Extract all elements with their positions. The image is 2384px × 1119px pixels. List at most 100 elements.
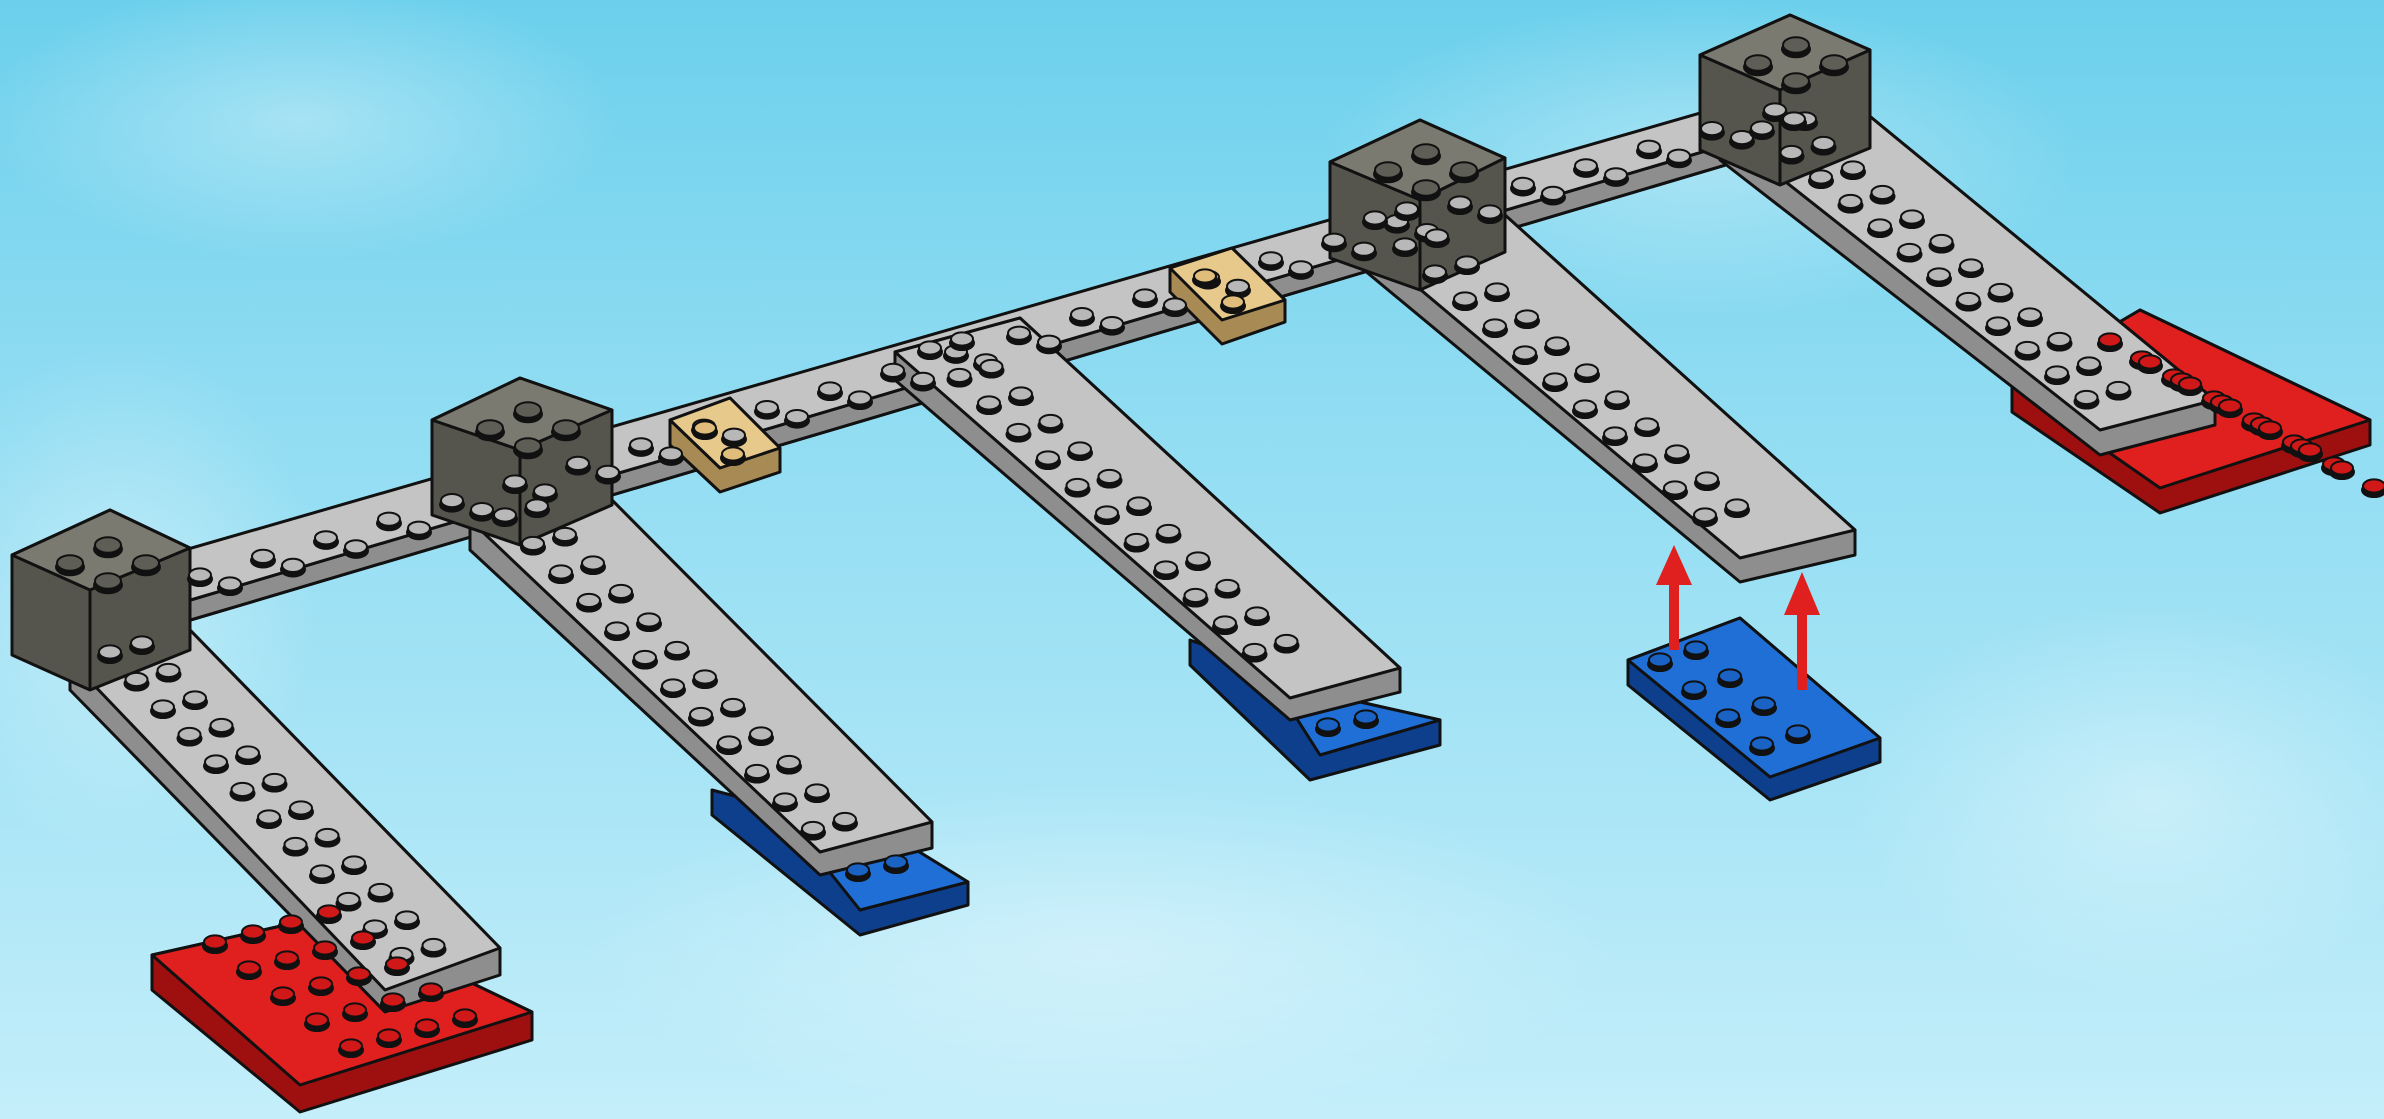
stud [606,622,628,635]
stud [1158,525,1180,538]
stud [386,957,408,970]
stud [1668,150,1690,163]
stud [1194,269,1216,282]
stud [1604,427,1626,440]
stud [1426,229,1448,242]
stud [211,719,233,732]
stud [1244,644,1266,657]
stud [834,813,856,826]
stud [2179,377,2201,390]
stud [2363,479,2384,492]
stud [1217,580,1239,593]
stud [553,420,579,436]
stud [1842,161,1864,174]
stud [806,784,828,797]
stud [515,438,541,454]
stud [280,915,302,928]
stud [1276,635,1298,648]
stud [1751,121,1773,134]
stud [949,369,971,382]
stud [722,699,744,712]
stud [408,522,430,535]
stud [847,863,869,876]
attach-arrow-left [1656,545,1692,650]
stud [1069,442,1091,455]
stud [1187,552,1209,565]
stud [1449,196,1471,209]
stud [723,429,745,442]
stud [1512,178,1534,191]
stud [1649,653,1671,666]
stud [951,332,973,345]
stud [1634,454,1656,467]
stud [882,364,904,377]
stud [1990,284,2012,297]
stud [690,708,712,721]
stud [1546,337,1568,350]
stud [1872,186,1894,199]
stud [420,983,442,996]
stud [1813,137,1835,150]
stud [660,447,682,460]
stud [2139,355,2161,368]
stud [1456,256,1478,269]
stud [1260,252,1282,265]
stud [1164,298,1186,311]
stud [1214,616,1236,629]
stud [1040,415,1062,428]
stud [378,513,400,526]
stud [774,793,796,806]
stud [662,679,684,692]
stud [57,555,83,571]
stud [441,494,463,507]
stud [317,829,339,842]
stud [370,884,392,897]
stud [1821,55,1847,71]
stud [1424,265,1446,278]
stud [252,550,274,563]
stud [232,783,254,796]
stud [756,401,778,414]
stud [314,941,336,954]
stud [1353,243,1375,256]
stud [1574,400,1596,413]
stud [522,537,544,550]
stud [634,651,656,664]
stud [638,613,660,626]
stud [1008,327,1030,340]
stud [1317,718,1339,731]
stud [1931,235,1953,248]
stud [1840,195,1862,208]
stud [2099,333,2121,346]
stud [396,911,418,924]
stud [746,765,768,778]
stud [152,700,174,713]
stud [1542,187,1564,200]
stud [272,987,294,1000]
stud [1323,234,1345,247]
stud [1479,205,1501,218]
stud [2331,461,2353,474]
stud [99,645,121,658]
stud [184,691,206,704]
stud [1037,451,1059,464]
stud [2049,333,2071,346]
stud [343,856,365,869]
stud [1783,112,1805,125]
stud [179,728,201,741]
stud [1394,238,1416,251]
stud [1071,308,1093,321]
stud [315,531,337,544]
stud [282,559,304,572]
stud [2259,421,2281,434]
stud [242,925,264,938]
stud [912,373,934,386]
stud [131,636,153,649]
stud [1717,709,1739,722]
stud [494,508,516,521]
stud [1484,319,1506,332]
stud [2299,443,2321,456]
stud [158,664,180,677]
stud [1869,219,1891,232]
